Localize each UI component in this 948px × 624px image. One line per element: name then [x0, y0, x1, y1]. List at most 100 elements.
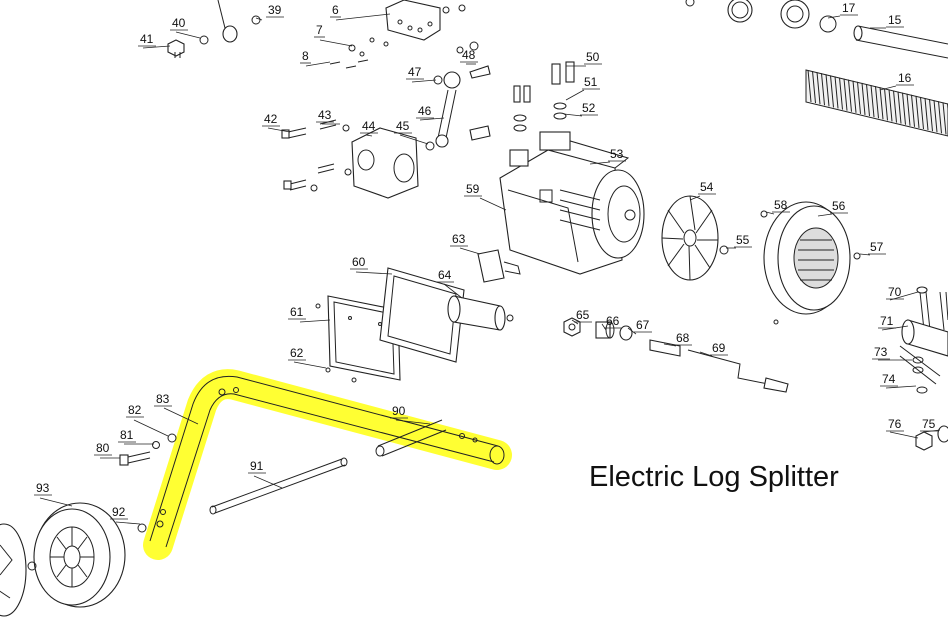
washer-81	[152, 441, 160, 449]
callout-number: 47	[408, 65, 422, 79]
callout-number: 82	[128, 403, 142, 417]
callout-50: 50	[566, 50, 602, 67]
callout-number: 62	[290, 346, 304, 360]
callout-number: 92	[112, 505, 126, 519]
leader-line	[827, 15, 841, 19]
callout-62: 62	[288, 346, 327, 369]
callout-number: 91	[250, 459, 264, 473]
leader-line	[399, 134, 429, 145]
callout-number: 55	[736, 233, 750, 247]
callout-number: 80	[96, 441, 110, 455]
callout-number: 70	[888, 285, 902, 299]
lever-46	[425, 71, 491, 151]
callout-51: 51	[565, 75, 600, 101]
bolt-41	[167, 39, 185, 58]
callout-60: 60	[350, 255, 393, 275]
pump-44	[351, 127, 419, 199]
callout-number: 7	[316, 23, 323, 37]
washer-82	[167, 433, 177, 443]
leader-line	[335, 13, 391, 21]
axle-tube-90	[375, 419, 447, 457]
callout-67: 67	[627, 318, 652, 335]
gland-66	[595, 321, 615, 339]
callout-53: 53	[589, 147, 626, 165]
leader-line	[419, 117, 445, 121]
leader-line	[563, 113, 583, 117]
callout-number: 61	[290, 305, 304, 319]
callout-56: 56	[817, 199, 848, 217]
callout-number: 53	[610, 147, 624, 161]
screw-56b	[773, 319, 779, 325]
callout-number: 58	[774, 198, 788, 212]
bolts-42-43	[281, 119, 352, 192]
callout-number: 75	[922, 417, 936, 431]
callout-16: 16	[879, 71, 914, 91]
leader-line	[663, 343, 677, 347]
callout-number: 48	[462, 48, 476, 62]
leader-line	[175, 31, 201, 39]
leader-line	[255, 17, 263, 21]
callout-46: 46	[416, 104, 445, 121]
highlighted-handle-tube-83	[143, 369, 512, 560]
leader-line	[39, 497, 73, 507]
callout-number: 8	[302, 49, 309, 63]
leader-line	[859, 253, 871, 256]
callout-71: 71	[878, 314, 909, 331]
callout-15: 15	[870, 13, 904, 29]
callout-number: 44	[362, 119, 376, 133]
callout-73: 73	[872, 345, 912, 361]
bracket-6	[385, 0, 441, 41]
callout-number: 74	[882, 372, 896, 386]
callout-58: 58	[765, 198, 790, 215]
callout-82: 82	[126, 403, 169, 437]
callout-80: 80	[94, 441, 120, 459]
callout-number: 39	[268, 3, 282, 17]
leader-line	[253, 475, 283, 489]
leader-line	[133, 419, 169, 437]
callout-43: 43	[316, 108, 340, 125]
screw-61a	[315, 303, 321, 309]
callout-74: 74	[880, 372, 917, 389]
leader-line	[885, 385, 917, 389]
callout-number: 71	[880, 314, 894, 328]
callout-83: 83	[154, 392, 199, 425]
leader-line	[443, 283, 463, 299]
washer-92	[137, 523, 147, 533]
nut-67	[619, 325, 633, 341]
leader-line	[355, 271, 393, 275]
callout-number: 66	[606, 314, 620, 328]
callout-number: 52	[582, 101, 596, 115]
screw-62	[325, 367, 331, 373]
callout-number: 46	[418, 104, 432, 118]
sleeve-68	[649, 339, 681, 357]
washer-55	[719, 245, 729, 255]
callout-number: 76	[888, 417, 902, 431]
callout-54: 54	[689, 180, 716, 201]
callout-number: 67	[636, 318, 650, 332]
callout-number: 56	[832, 199, 846, 213]
callout-6: 6	[330, 3, 391, 21]
callout-65: 65	[571, 308, 592, 325]
leader-line	[565, 89, 585, 101]
bolt-80	[119, 451, 151, 466]
callout-number: 93	[36, 481, 50, 495]
callout-number: 69	[712, 341, 726, 355]
cylinder-15	[853, 25, 948, 59]
callout-47: 47	[406, 65, 437, 83]
leader-line	[163, 407, 199, 425]
callout-number: 17	[842, 1, 856, 15]
fan-cover-56	[763, 201, 851, 315]
cover-plate-61	[327, 295, 401, 381]
callout-70: 70	[886, 285, 919, 301]
callout-number: 42	[264, 112, 278, 126]
callout-63: 63	[450, 232, 481, 255]
spring-16	[805, 69, 948, 137]
screw-58	[760, 210, 768, 218]
callout-42: 42	[262, 112, 291, 133]
callout-8: 8	[300, 49, 331, 67]
leader-line	[267, 127, 291, 133]
leader-line	[479, 197, 507, 211]
callout-55: 55	[726, 233, 752, 249]
gasket-60	[379, 267, 465, 363]
